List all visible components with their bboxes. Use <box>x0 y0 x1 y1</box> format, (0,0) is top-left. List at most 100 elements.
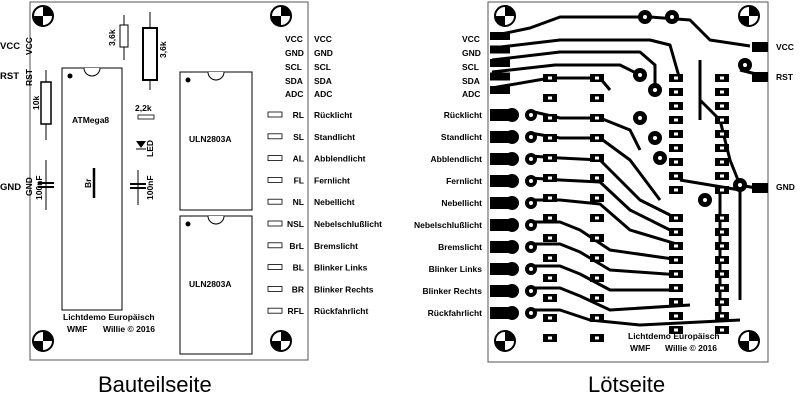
channel-name-label: Nebellicht <box>314 197 355 207</box>
channel-code-label: SL <box>293 132 304 142</box>
left-footer-wmf: WMF <box>67 324 87 334</box>
channel-name-label: Blinker Links <box>314 263 368 273</box>
channel-resistor <box>267 285 283 292</box>
solder-channel-label: Bremslicht <box>438 242 482 252</box>
gnd-vertical-label: GND <box>24 177 34 196</box>
rst-right-label: RST <box>776 72 794 82</box>
uln2803a-1-label: ULN2803A <box>189 134 232 144</box>
channel-resistor <box>267 264 283 271</box>
sda-solder-label: SDA <box>462 76 480 86</box>
solder-side-board: VCC GND SCL SDA ADC VCC RST GND Lichtdem… <box>414 1 795 363</box>
header-pad <box>490 86 510 94</box>
connector-pad <box>490 307 510 319</box>
channel-name-label: Rücklicht <box>314 110 352 120</box>
ic-pad-array <box>543 10 752 342</box>
resistor-3k6-b <box>142 27 158 81</box>
solder-channel-label: Abblendlicht <box>431 154 483 164</box>
solder-channel-label: Nebelschlußlicht <box>414 220 482 230</box>
vcc-right-label: VCC <box>776 42 794 52</box>
connector-pad-round <box>505 262 519 276</box>
connector-pad <box>490 153 510 165</box>
resistor-10k-label: 10k <box>31 96 41 110</box>
atmega8-chip <box>61 67 123 311</box>
left-footer-line1: Lichtdemo Europäisch <box>63 312 155 322</box>
gnd-left-label: GND <box>0 182 21 193</box>
connector-pad <box>490 263 510 275</box>
adc-pad-label-board: ADC <box>285 89 303 99</box>
channel-resistor <box>267 155 283 162</box>
gnd-solder-label: GND <box>462 48 481 58</box>
mount-hole-icon <box>270 330 292 352</box>
atmega8-label: ATMega8 <box>72 115 109 125</box>
mount-hole-icon <box>32 330 54 352</box>
channel-resistor <box>267 176 283 183</box>
channel-name-label: Fernlicht <box>314 175 350 185</box>
solder-channel-label: Rückfahrlicht <box>428 308 482 318</box>
caption-solder-side: Lötseite <box>588 372 665 397</box>
channel-name-label: Blinker Rechts <box>314 284 374 294</box>
right-footer-wmf: WMF <box>630 343 650 353</box>
channel-code-label: NSL <box>287 219 304 229</box>
connector-pad-round <box>505 240 519 254</box>
connector-pad-round <box>505 108 519 122</box>
channel-name-label: Nebelschlußlicht <box>314 219 382 229</box>
solder-channel-label: Fernlicht <box>446 176 482 186</box>
led-label: LED <box>145 140 155 157</box>
vcc-label-outside: VCC <box>314 34 332 44</box>
vcc-solder-label: VCC <box>462 34 480 44</box>
caption-component-side: Bauteilseite <box>98 372 212 397</box>
mount-hole-icon <box>270 5 292 27</box>
connector-pad <box>490 175 510 187</box>
sda-label-outside: SDA <box>314 76 332 86</box>
connector-pad <box>490 131 510 143</box>
resistor-2k2 <box>137 114 155 120</box>
connector-pad <box>490 219 510 231</box>
uln2803a-chip-1 <box>179 71 253 211</box>
right-channel-list: RücklichtStandlichtAbblendlichtFernlicht… <box>414 110 482 318</box>
header-pad <box>490 32 510 40</box>
resistor-10k <box>40 81 52 125</box>
mount-hole-icon <box>32 5 54 27</box>
cap-2-label: 100nF <box>145 175 155 200</box>
connector-pad-round <box>505 196 519 210</box>
resistor-2k2-label: 2,2k <box>135 103 152 113</box>
led-icon <box>136 141 146 148</box>
channel-resistor <box>267 198 283 205</box>
channel-resistor <box>267 111 283 118</box>
channel-resistor <box>267 220 283 227</box>
channel-resistor <box>267 133 283 140</box>
header-pad <box>490 45 510 54</box>
channel-code-label: FL <box>294 175 304 185</box>
sda-pad-label-board: SDA <box>285 76 303 86</box>
solder-channel-label: Blinker Rechts <box>422 286 482 296</box>
connector-pad-round <box>505 218 519 232</box>
vcc-left-label: VCC <box>0 41 20 52</box>
channel-code-label: AL <box>293 154 304 164</box>
channel-code-label: BrL <box>289 241 304 251</box>
scl-pad-label-board: SCL <box>285 62 302 72</box>
header-pad <box>490 72 510 81</box>
connector-pad <box>490 197 510 209</box>
solder-channel-label: Blinker Links <box>429 264 483 274</box>
uln2803a-2-label: ULN2803A <box>189 279 232 289</box>
gnd-pad-label-board: GND <box>285 48 304 58</box>
scl-solder-label: SCL <box>462 62 479 72</box>
channel-resistor <box>267 307 283 314</box>
channel-name-label: Standlicht <box>314 132 355 142</box>
resistor-3k6-a <box>119 24 129 48</box>
solder-channel-label: Nebellicht <box>441 198 482 208</box>
gnd-label-outside: GND <box>314 48 333 58</box>
mount-hole-icon <box>494 5 516 27</box>
cap-1-label: 100nF <box>34 175 44 200</box>
channel-code-label: RFL <box>287 306 304 316</box>
mount-hole-icon <box>494 330 516 352</box>
connector-pad-round <box>505 152 519 166</box>
rst-left-label: RST <box>0 71 19 82</box>
mount-hole-icon <box>738 330 760 352</box>
vcc-vertical-label: VCC <box>24 37 34 55</box>
header-pad <box>490 59 510 67</box>
connector-pad-round <box>505 306 519 320</box>
right-footer-line1: Lichtdemo Europäisch <box>628 331 720 341</box>
right-pad-row <box>490 32 537 320</box>
solder-channel-label: Rücklicht <box>444 110 482 120</box>
